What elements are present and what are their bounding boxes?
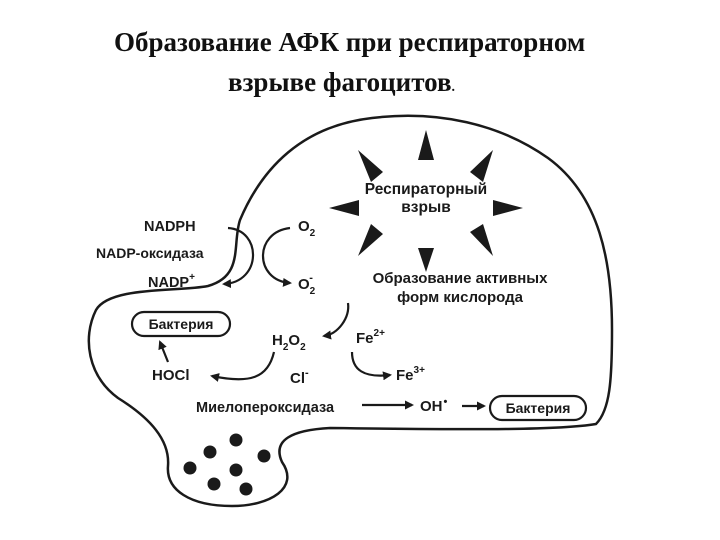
nadph-to-nadp-arrow	[224, 228, 253, 284]
ros-formation-line2: форм кислорода	[397, 289, 524, 306]
nadp-plus-label: NADP+	[148, 272, 195, 291]
hydroxyl-radical-label: OH•	[420, 396, 448, 415]
hydroxyl-text: OH	[420, 398, 443, 415]
nadp-plus-sup: +	[189, 272, 195, 283]
nadp-oxidase-label: NADP-оксидаза	[96, 245, 204, 261]
ros-formation-line1: Образование активных	[373, 270, 549, 287]
granules	[184, 434, 271, 496]
superoxide-label: O2 -	[298, 272, 316, 297]
chloride-sup: -	[305, 367, 309, 379]
bacterium-left-label: Бактерия	[149, 316, 214, 332]
o2-sub: 2	[310, 228, 316, 239]
hocl-to-bacterium-arrow	[160, 342, 168, 362]
nadph-label: NADPH	[144, 219, 196, 235]
nadp-plus-text: NADP	[148, 275, 189, 291]
o2-text: O	[298, 218, 310, 235]
h2o2-sub2: 2	[300, 342, 306, 353]
o2-label: O2	[298, 218, 316, 239]
fe2-text: Fe	[356, 330, 374, 347]
myeloperoxidase-label: Миелопероксидаза	[196, 400, 335, 416]
superoxide-sub: 2	[310, 286, 316, 297]
h2o2-o: O	[288, 332, 300, 349]
bacterium-right-label: Бактерия	[506, 400, 571, 416]
superoxide-to-h2o2-arrow	[324, 303, 348, 336]
fe2-to-fe3-arrow	[352, 352, 390, 376]
chloride-text: Cl	[290, 370, 305, 387]
fe2-label: Fe2+	[356, 328, 385, 347]
fe2-sup: 2+	[374, 328, 386, 339]
h2o2-h: H	[272, 332, 283, 349]
superoxide-text: O	[298, 276, 310, 293]
hydroxyl-dot: •	[444, 396, 448, 408]
respiratory-burst-line1: Респираторный	[365, 181, 487, 198]
hocl-label: HOCl	[152, 367, 190, 384]
fe3-label: Fe3+	[396, 365, 425, 384]
h2o2-to-hocl-arrow	[212, 352, 274, 379]
fe3-text: Fe	[396, 367, 414, 384]
fe3-sup: 3+	[414, 365, 426, 376]
o2-to-superoxide-arrow	[263, 228, 290, 283]
respiratory-burst-line2: взрыв	[401, 199, 450, 216]
chloride-label: Cl-	[290, 367, 309, 387]
superoxide-sup: -	[309, 272, 313, 284]
h2o2-label: H2O2	[272, 332, 306, 353]
